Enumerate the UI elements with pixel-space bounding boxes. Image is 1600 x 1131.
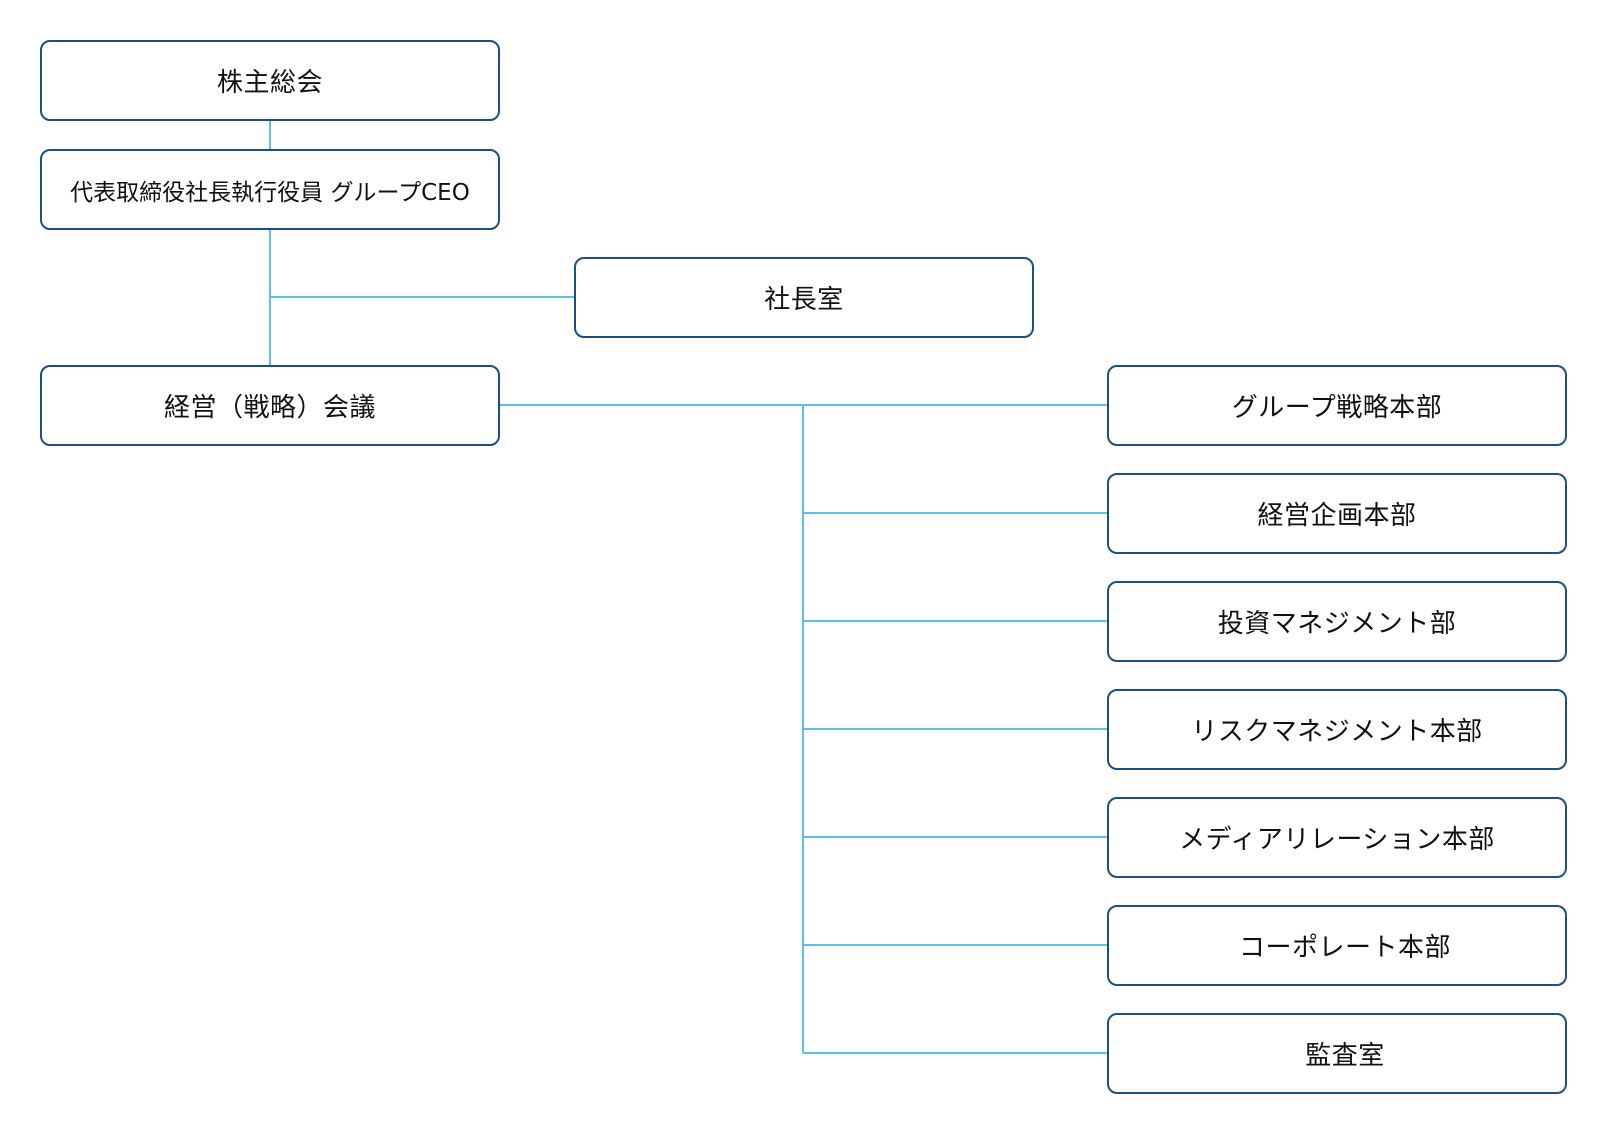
- node-label: 監査室: [1305, 1041, 1385, 1071]
- node-label: コーポレート本部: [1238, 933, 1451, 963]
- node-label: 社長室: [764, 285, 844, 315]
- node-division-investment-management: 投資マネジメント部: [1107, 581, 1567, 662]
- node-division-group-strategy: グループ戦略本部: [1107, 365, 1567, 446]
- node-label: 代表取締役社長執行役員 グループCEO: [70, 179, 470, 206]
- node-label: 経営企画本部: [1257, 501, 1417, 531]
- node-label: 経営（戦略）会議: [163, 393, 376, 423]
- node-division-risk-management: リスクマネジメント本部: [1107, 689, 1567, 770]
- node-label: 株主総会: [216, 68, 323, 98]
- node-division-audit-office: 監査室: [1107, 1013, 1567, 1094]
- node-label: 投資マネジメント部: [1217, 609, 1457, 639]
- node-division-media-relations: メディアリレーション本部: [1107, 797, 1567, 878]
- node-label: グループ戦略本部: [1231, 393, 1443, 423]
- node-division-corporate: コーポレート本部: [1107, 905, 1567, 986]
- node-label: リスクマネジメント本部: [1191, 717, 1483, 747]
- node-management-meeting: 経営（戦略）会議: [40, 365, 500, 446]
- node-president-office: 社長室: [574, 257, 1034, 338]
- node-label: メディアリレーション本部: [1179, 825, 1495, 855]
- node-ceo: 代表取締役社長執行役員 グループCEO: [40, 149, 500, 230]
- node-shareholders-meeting: 株主総会: [40, 40, 500, 121]
- node-division-corporate-planning: 経営企画本部: [1107, 473, 1567, 554]
